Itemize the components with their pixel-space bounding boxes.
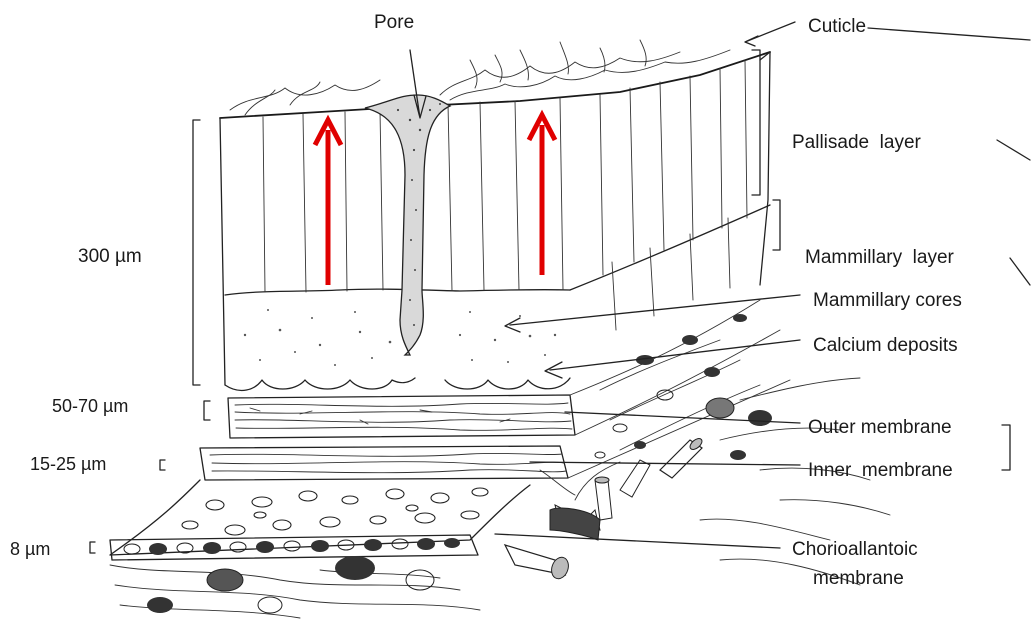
mammillary-layer-label: Mammillary layer <box>805 247 955 268</box>
pore-label: Pore <box>374 12 414 33</box>
bracket-chorio <box>90 542 95 553</box>
mammillary-bulbs <box>225 378 570 390</box>
bracket-inner <box>160 460 165 470</box>
palisade-label: Pallisade layer <box>792 132 922 153</box>
bracket-mammillary <box>773 200 780 250</box>
chorioallantoic-label-line1: Chorioallantoic <box>792 539 918 560</box>
mammillary-cores-label: Mammillary cores <box>813 290 962 311</box>
inner-membrane-label: Inner membrane <box>808 460 953 481</box>
bottom-tissue <box>110 556 480 618</box>
outer-membrane-label: Outer membrane <box>808 417 952 438</box>
inner-membrane-block <box>200 446 568 480</box>
calcium-leader <box>545 340 800 378</box>
red-arrows <box>315 115 555 285</box>
side-tissue-cells <box>595 314 772 460</box>
bracket-palisade <box>752 50 760 195</box>
cuticle-arrow <box>745 22 795 46</box>
calcium-deposits-label: Calcium deposits <box>813 335 958 356</box>
chorio-thickness-label: 8 µm <box>10 539 50 559</box>
pore-canal <box>365 95 450 355</box>
blood-vessels <box>505 436 704 581</box>
palisade-tail <box>997 140 1030 160</box>
cores-leader <box>505 295 800 332</box>
chorioallantoic-label-line2: membrane <box>813 568 904 589</box>
cuticle-label: Cuticle <box>808 16 866 37</box>
chorio-leader <box>495 534 780 548</box>
outer-membrane-block <box>228 395 575 438</box>
bracket-membranes <box>1002 425 1010 470</box>
shell-thickness-label: 300 µm <box>78 246 142 267</box>
cuticle-tail <box>868 28 1030 40</box>
bracket-outer <box>204 401 210 420</box>
bracket-shell <box>193 120 200 385</box>
inner-thickness-label: 15-25 µm <box>30 454 106 474</box>
outer-thickness-label: 50-70 µm <box>52 396 128 416</box>
mammillary-tail <box>1010 258 1030 285</box>
